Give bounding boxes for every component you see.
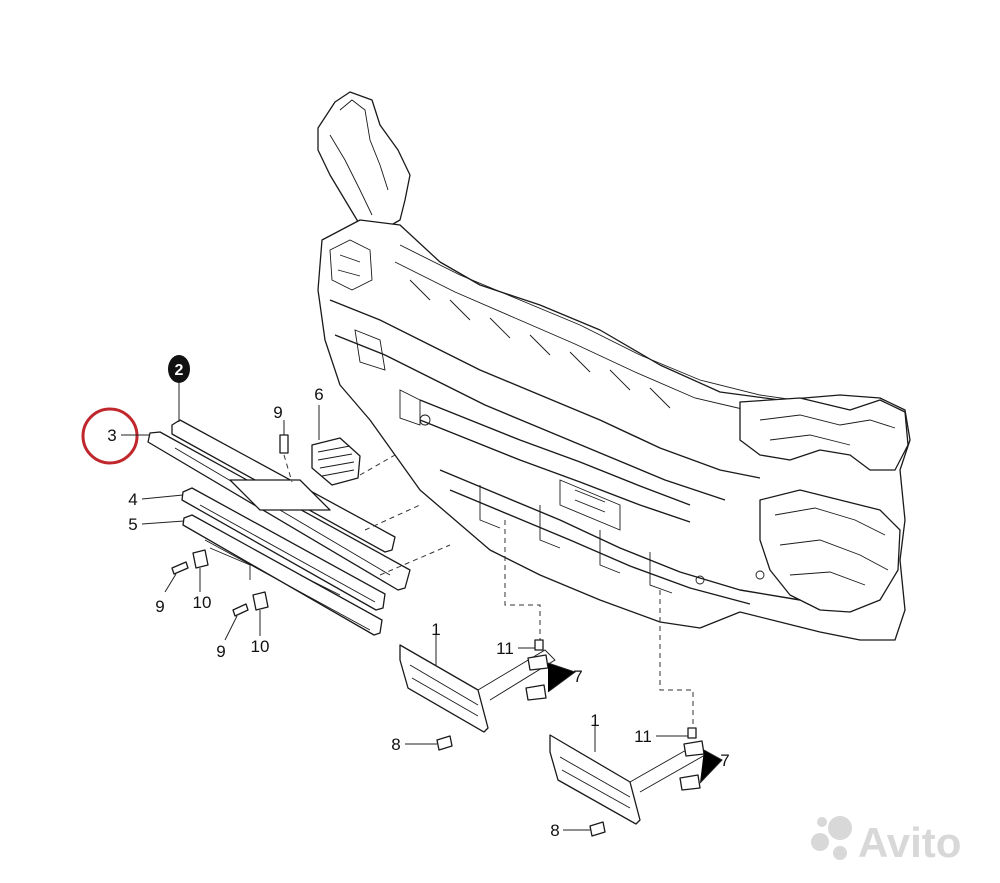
- grille-panel-3: [147, 431, 411, 591]
- skid-plate-left: [399, 632, 556, 733]
- callout-11-left: 11: [496, 639, 514, 658]
- nut-part-11-left: [518, 639, 544, 651]
- grille-panel-5: [182, 514, 383, 636]
- callout-7-right: 7: [720, 751, 729, 770]
- clip-part-6: [311, 405, 361, 486]
- callout-1-left: 1: [431, 620, 440, 639]
- clip-part-10-lower: [224, 591, 269, 641]
- bracket-part-7-right: [679, 740, 723, 791]
- skid-plate-right: [549, 722, 706, 825]
- callout-2: 2: [175, 362, 184, 379]
- avito-watermark: Avito: [811, 816, 961, 866]
- callout-4: 4: [128, 490, 137, 509]
- callout-5: 5: [128, 515, 137, 534]
- callout-9-top: 9: [273, 403, 282, 422]
- callout-10-mid: 10: [193, 593, 212, 612]
- callout-2-badge: 2: [168, 355, 190, 422]
- nut-part-11-right: [656, 727, 697, 739]
- callout-6: 6: [314, 385, 323, 404]
- callout-9-mid: 9: [155, 597, 164, 616]
- callout-9-low: 9: [216, 642, 225, 661]
- callout-3: 3: [107, 426, 116, 445]
- callout-8-right: 8: [550, 821, 559, 840]
- callout-8-left: 8: [391, 735, 400, 754]
- callout-7-left: 7: [573, 667, 582, 686]
- grille-panel-4: [181, 487, 386, 611]
- watermark-text: Avito: [858, 819, 961, 866]
- callout-1-right: 1: [590, 711, 599, 730]
- clip-part-10-upper: [164, 549, 209, 593]
- bolt-part-8-left: [405, 735, 453, 751]
- callout-11-right: 11: [634, 727, 652, 746]
- highlight-circle: [81, 407, 139, 465]
- bracket-part-7-left: [525, 654, 577, 701]
- callout-10-low: 10: [251, 637, 270, 656]
- front-end-carrier: [317, 91, 911, 641]
- avito-logo-icon: [811, 816, 852, 860]
- bolt-part-9-top: [279, 420, 293, 483]
- bolt-part-8-right: [563, 821, 606, 837]
